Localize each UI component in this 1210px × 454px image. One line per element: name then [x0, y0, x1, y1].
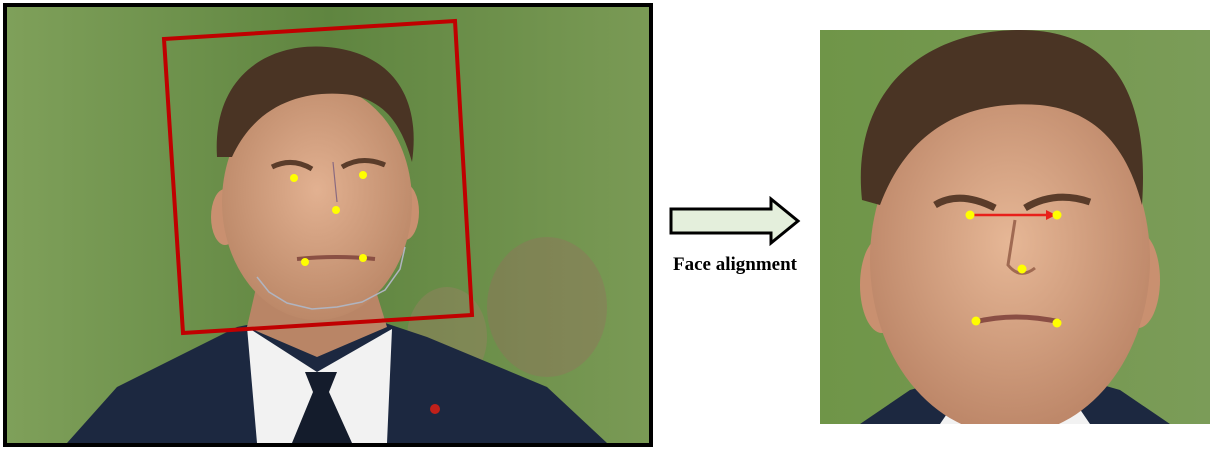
- right-arrow-icon: [668, 196, 803, 246]
- landmarks-source: [290, 171, 367, 266]
- left-mouth-landmark: [971, 316, 981, 326]
- source-photo: [7, 7, 649, 443]
- nose-landmark: [332, 206, 340, 214]
- right-mouth-landmark: [359, 254, 367, 262]
- right-eye-landmark: [1052, 210, 1062, 220]
- source-photo-panel: [3, 3, 653, 447]
- face-bounding-box: [161, 18, 475, 336]
- left-eye-landmark: [965, 210, 975, 220]
- left-mouth-landmark: [301, 258, 309, 266]
- right-mouth-landmark: [1052, 318, 1062, 328]
- eye-alignment-line: [970, 210, 1056, 220]
- nose-landmark: [1017, 264, 1027, 274]
- jawline-landmarks: [256, 246, 406, 310]
- caption-face-alignment: Face alignment: [672, 254, 797, 275]
- left-eye-landmark: [290, 174, 298, 182]
- landmarks-aligned: [965, 210, 1062, 328]
- aligned-face-crop: [820, 30, 1210, 424]
- aligned-face-panel: [820, 30, 1210, 424]
- right-eye-landmark: [359, 171, 367, 179]
